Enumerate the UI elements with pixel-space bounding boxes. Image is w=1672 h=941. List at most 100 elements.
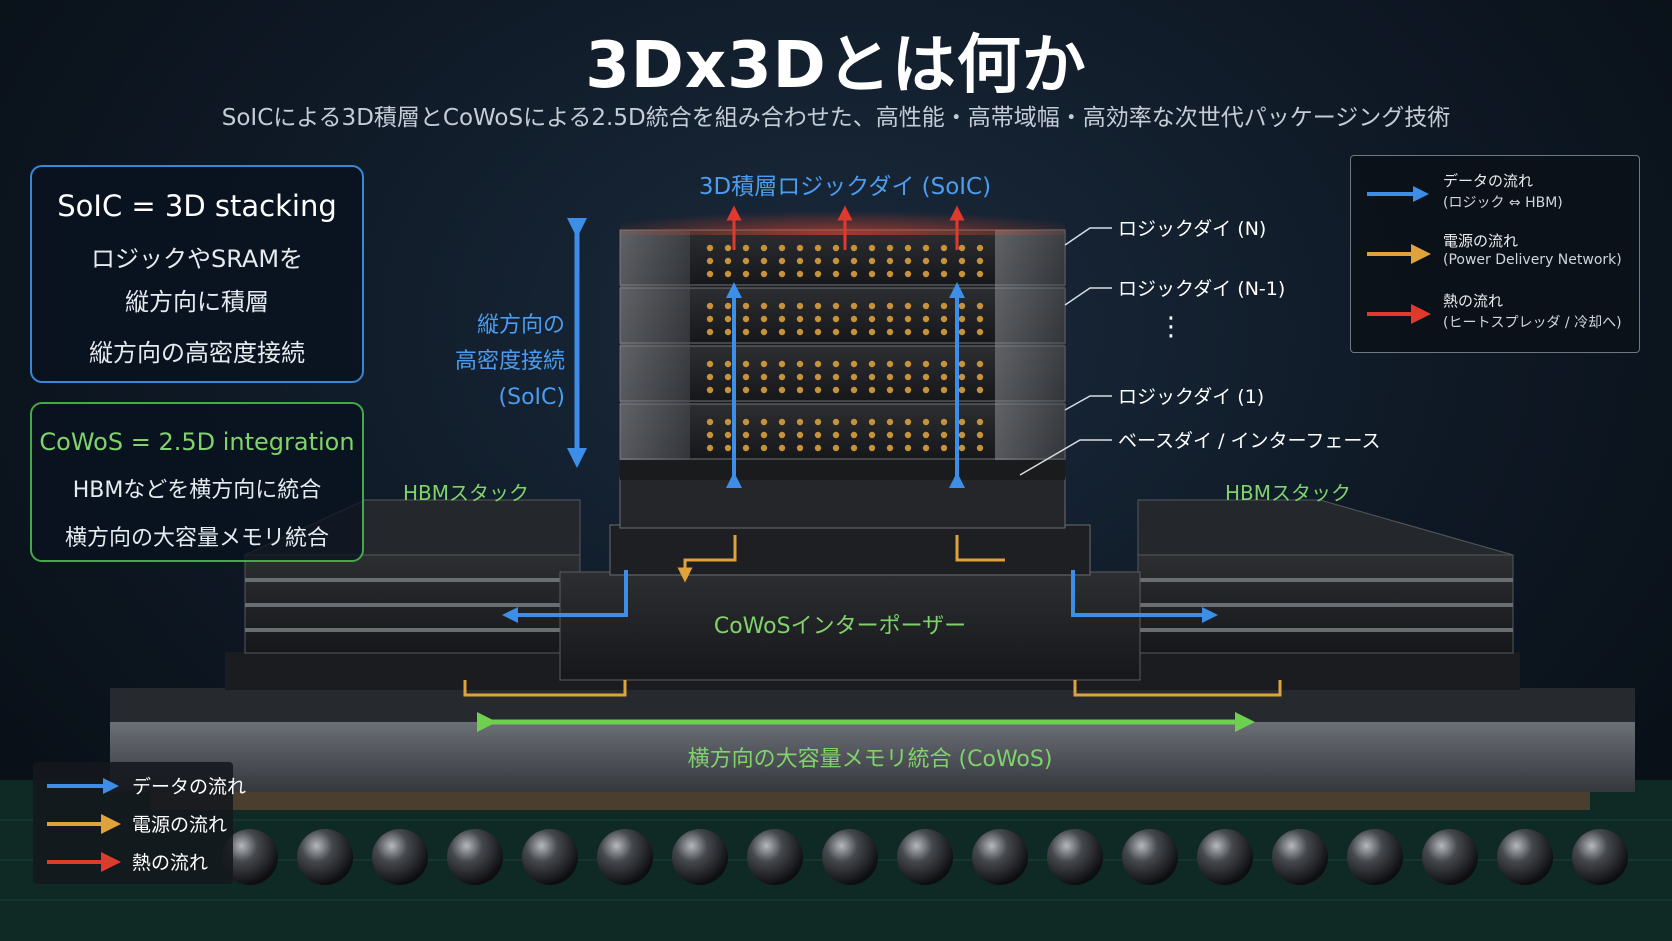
tsv-bump [724, 270, 732, 278]
soic-line2: 縦方向に積層 [125, 288, 269, 316]
tsv-bump [814, 328, 822, 336]
legend-bottom-heat-label: 熱の流れ [132, 852, 209, 874]
tsv-bump [958, 270, 966, 278]
tsv-bump [904, 373, 912, 381]
tsv-bump [850, 302, 858, 310]
tsv-bump [814, 418, 822, 426]
tsv-bump [742, 270, 750, 278]
tsv-bump [976, 418, 984, 426]
stack-title: 3D積層ロジックダイ (SoIC) [698, 174, 992, 200]
tsv-bump [724, 302, 732, 310]
tsv-bump [832, 302, 840, 310]
vertical-label-line1: 縦方向の [476, 313, 565, 338]
tsv-bump [778, 315, 786, 323]
tsv-bump [850, 360, 858, 368]
heat-glow [620, 195, 1065, 235]
tsv-bump [742, 328, 750, 336]
tsv-bump [742, 244, 750, 252]
tsv-bump [778, 360, 786, 368]
tsv-bump [886, 360, 894, 368]
cowos-line2: 横方向の大容量メモリ統合 [64, 526, 329, 551]
solder-ball [972, 829, 1028, 885]
tsv-bump [868, 373, 876, 381]
tsv-bump [886, 257, 894, 265]
legend-bottom-data-label: データの流れ [132, 776, 247, 798]
tsv-bump [760, 418, 768, 426]
tsv-bump [832, 386, 840, 394]
tsv-bump [814, 386, 822, 394]
tsv-bump [706, 418, 714, 426]
solder-ball [1422, 829, 1478, 885]
tsv-bump [904, 418, 912, 426]
tsv-bump [922, 257, 930, 265]
tsv-bump [868, 444, 876, 452]
tsv-bump [742, 257, 750, 265]
tsv-bump [832, 257, 840, 265]
tsv-bump [922, 302, 930, 310]
tsv-bump [778, 270, 786, 278]
tsv-bump [868, 418, 876, 426]
tsv-bump [886, 244, 894, 252]
legend-bottom-power: 電源の流れ [45, 810, 235, 838]
tsv-bump [850, 386, 858, 394]
tsv-bump [778, 431, 786, 439]
solder-ball [1572, 829, 1628, 885]
tsv-bump [796, 315, 804, 323]
tsv-bump [976, 244, 984, 252]
tsv-bump [922, 386, 930, 394]
tsv-bump [814, 360, 822, 368]
tsv-bump [922, 328, 930, 336]
tsv-bump [814, 431, 822, 439]
tsv-bump [976, 302, 984, 310]
tsv-bump [904, 257, 912, 265]
tsv-bump [940, 444, 948, 452]
tsv-bump [760, 315, 768, 323]
tsv-bump [796, 444, 804, 452]
tsv-bump [904, 386, 912, 394]
cowos-interposer [559, 571, 1141, 681]
tsv-bump [796, 302, 804, 310]
tsv-bump [940, 373, 948, 381]
tsv-bump [976, 386, 984, 394]
tsv-bump [742, 360, 750, 368]
tsv-bump [760, 444, 768, 452]
tsv-bump [850, 444, 858, 452]
solder-ball [372, 829, 428, 885]
tsv-bump [922, 444, 930, 452]
substrate-bottom [150, 790, 1590, 810]
tsv-bump [706, 270, 714, 278]
heat-arrow-icon [47, 852, 121, 872]
tsv-bump [760, 302, 768, 310]
tsv-bump [886, 315, 894, 323]
legend-bottom-power-label: 電源の流れ [132, 814, 228, 836]
tsv-bump [958, 386, 966, 394]
tsv-bump [724, 328, 732, 336]
tsv-bump [850, 418, 858, 426]
power-arrow-icon [1367, 244, 1431, 264]
tsv-bump [742, 302, 750, 310]
tsv-bump [940, 418, 948, 426]
solder-ball [1122, 829, 1178, 885]
cowos-info-box: CoWoS = 2.5D integration HBMなどを横方向に統合 横方… [30, 402, 364, 562]
data-arrow-icon [1367, 186, 1429, 202]
tsv-bump [886, 270, 894, 278]
tsv-bump [940, 270, 948, 278]
tsv-bump [832, 315, 840, 323]
tsv-bump [796, 244, 804, 252]
tsv-bump [850, 244, 858, 252]
tsv-bump [976, 444, 984, 452]
tsv-bump [976, 373, 984, 381]
legend-heat-title: 熱の流れ [1443, 292, 1504, 310]
tsv-bump [976, 360, 984, 368]
soic-info-box: SoIC = 3D stacking ロジックやSRAMを 縦方向に積層 縦方向… [30, 165, 364, 383]
solder-ball [822, 829, 878, 885]
legend-row-power: 電源の流れ (Power Delivery Network) [1363, 230, 1633, 278]
tsv-bump [904, 270, 912, 278]
tsv-bump [958, 244, 966, 252]
tsv-bump [706, 328, 714, 336]
tsv-bump [760, 257, 768, 265]
tsv-bump [760, 244, 768, 252]
solder-ball [1197, 829, 1253, 885]
tsv-bump [742, 315, 750, 323]
